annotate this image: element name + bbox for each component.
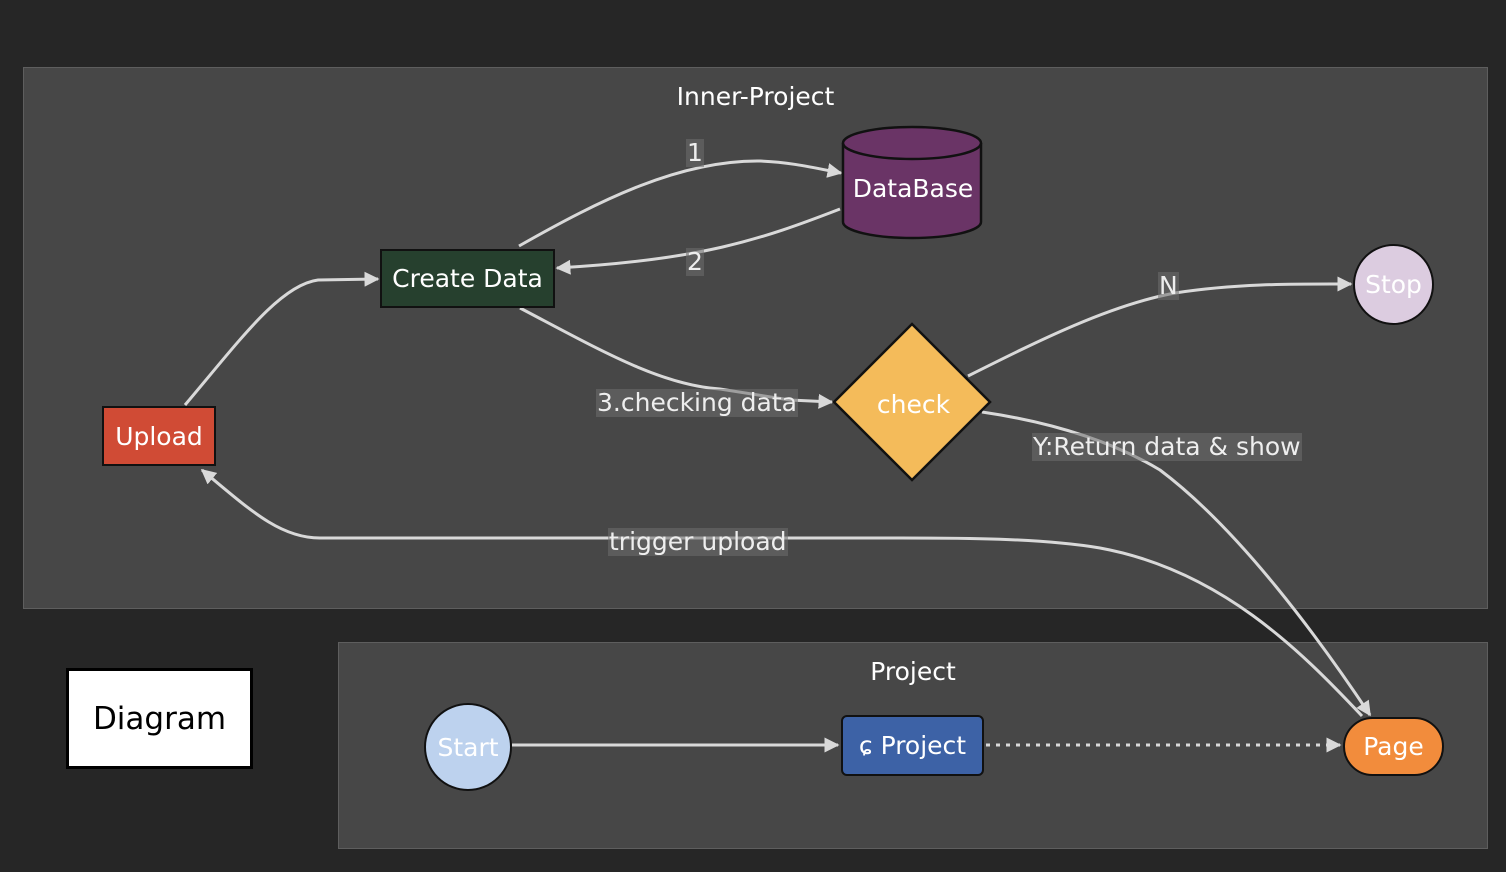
edge-label-trigger-upload: trigger upload xyxy=(608,527,788,556)
upload-node[interactable]: Upload xyxy=(102,406,216,466)
edge-label-n: N xyxy=(1158,271,1179,300)
cluster-inner-project: Inner-Project xyxy=(23,67,1488,609)
cluster-title-project: Project xyxy=(870,657,956,686)
project-node[interactable]: ɕ Project xyxy=(841,715,984,776)
start-node[interactable]: Start xyxy=(424,703,512,791)
page-node[interactable]: Page xyxy=(1343,717,1444,776)
edge-db-to-create xyxy=(555,207,841,275)
edge-create-to-check xyxy=(519,306,834,409)
legend-box: Diagram xyxy=(66,668,253,769)
edge-check-to-page xyxy=(981,410,1372,717)
edge-page-to-upload xyxy=(200,468,1364,718)
edge-label-1: 1 xyxy=(686,138,704,167)
edge-create-to-db xyxy=(518,159,843,248)
check-node-label: check xyxy=(876,389,951,419)
stop-node[interactable]: Stop xyxy=(1353,244,1434,325)
cluster-title-inner-project: Inner-Project xyxy=(676,82,835,111)
check-decision-node[interactable] xyxy=(832,322,992,482)
create-data-node[interactable]: Create Data xyxy=(380,249,555,308)
edge-label-return-data: Y:Return data & show xyxy=(1032,432,1302,461)
database-node[interactable] xyxy=(841,125,983,240)
edge-upload-to-create xyxy=(183,271,380,406)
database-node-label: DataBase xyxy=(852,173,974,203)
edge-label-checking-data: 3.checking data xyxy=(596,388,798,417)
edge-label-2: 2 xyxy=(686,247,704,276)
